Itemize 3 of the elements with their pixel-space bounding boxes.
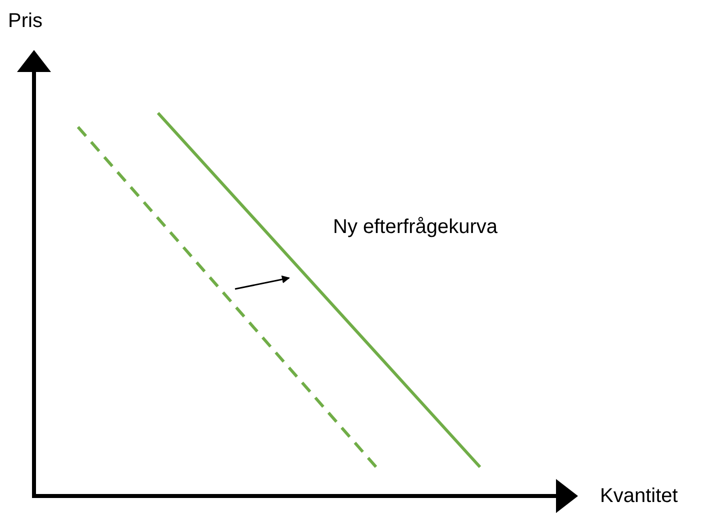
- curve-label: Ny efterfrågekurva: [333, 216, 498, 239]
- axis-label: Kvantitet: [600, 485, 678, 508]
- axis-label: Pris: [8, 10, 42, 33]
